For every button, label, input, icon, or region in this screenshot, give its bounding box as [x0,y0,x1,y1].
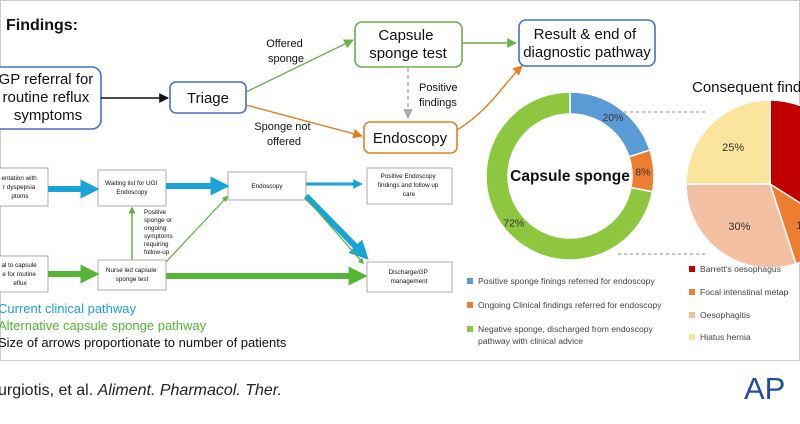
alternative-arrow-to-endoscopy [165,195,229,263]
nurse-led-label: Nurse led capsule sponge test [106,267,158,283]
result-end-box [518,19,656,67]
detail-legend-item-3: Hiatus hernia [700,332,751,342]
capsule-referral-box [0,255,49,293]
capsule-referral-label: al to capsule e for routine eflux [1,262,38,287]
pathway-endoscopy-label: Endoscopy [251,183,283,190]
presentation-box [0,167,49,207]
discharge-box [366,261,453,293]
donut-legend-swatch-1 [467,302,473,308]
journal-logo: AP [744,371,785,406]
nurse-led-box [97,259,167,291]
donut-legend-swatch-0 [467,278,473,284]
donut-title: Capsule sponge [510,168,630,185]
current-arrow-discharge [303,193,369,260]
consequent-findings-pie: 31130%25% [685,99,800,269]
positive-findings-label: Positive findings [419,82,461,109]
detail-label-1: 11 [796,220,800,232]
alternative-arrow-endoscopy [305,197,364,265]
pathway-legend: Current clinical pathway Alternative cap… [0,301,287,350]
waiting-list-box [97,169,167,207]
donut-legend-item-2: Negative sponge, discharged from endosco… [478,324,654,346]
donut-legend-swatch-2 [467,326,473,332]
donut-slice-0 [569,91,651,158]
donut-legend-item-0: Positive sponge finings referred for end… [478,276,655,286]
donut-legend: Positive sponge finings referred for end… [467,276,662,346]
donut-label-1: 8% [635,166,650,178]
gp-referral-label: GP referral for routine reflux symptoms [0,71,97,124]
not-offered-arrow [245,104,363,139]
detail-legend-swatch-2 [689,312,695,318]
top-flow: GP referral for routine reflux symptoms … [0,19,656,154]
capsule-sponge-donut: Capsule sponge 20% 8% 72% [485,91,655,261]
capsule-sponge-test-label: Capsule sponge test [369,27,447,62]
citation: urgiotis, et al. Aliment. Pharmacol. The… [0,382,282,399]
detail-slice-3 [685,99,771,185]
citation-strip [0,363,800,419]
detail-slice-0 [769,99,800,204]
endoscopy-box [363,121,458,154]
detail-label-2: 30% [728,221,750,233]
pathway-flowchart: entation with r dyspepsia ptoms Waiting … [0,167,453,293]
waiting-list-label: Waiting list for UGI Endoscopy [105,180,159,196]
detail-legend-item-1: Focal intenstinal metap [700,287,789,297]
triage-box [169,81,247,114]
findings-title: Findings: [6,17,78,34]
presentation-label: entation with r dyspepsia ptoms [1,175,38,200]
legend-arrow-size: Size of arrows proportionate to number o… [0,335,287,350]
legend-alternative: Alternative capsule sponge pathway [0,318,207,333]
triage-label: Triage [187,90,229,107]
detail-slice-2 [685,183,797,269]
detail-legend-item-0: Barrett's oesophagus [700,264,781,274]
capsule-sponge-test-box [354,21,463,68]
discharge-label: Discharge/GP management [389,269,430,285]
detail-legend-swatch-0 [689,266,695,272]
positive-endoscopy-box [366,167,453,205]
detail-legend-swatch-1 [689,289,695,295]
positive-endoscopy-label: Positive Endoscopy findings and follow u… [378,173,440,198]
offered-arrow [245,39,354,93]
sponge-not-offered-label: Sponge not offered [254,121,313,148]
endoscopy-label: Endoscopy [373,130,448,147]
endoscopy-to-result-arrow [456,65,523,131]
donut-slice-2 [485,91,654,261]
pathway-endoscopy-box [227,171,307,201]
donut-legend-item-1: Ongoing Clinical findings referred for e… [478,300,662,310]
detail-legend-swatch-3 [689,334,695,340]
offered-sponge-label: Offered sponge [266,38,306,65]
donut-label-0: 20% [602,112,623,124]
legend-current: Current clinical pathway [0,301,137,316]
donut-label-2: 72% [503,218,524,230]
follow-up-note: Positive sponge or ongoing symptoms requ… [144,209,174,256]
detail-legend-item-2: Oesophagitis [700,310,750,320]
consequent-title: Consequent find [692,79,800,96]
detail-label-3: 25% [722,142,744,154]
result-end-label: Result & end of diagnostic pathway [523,26,651,61]
